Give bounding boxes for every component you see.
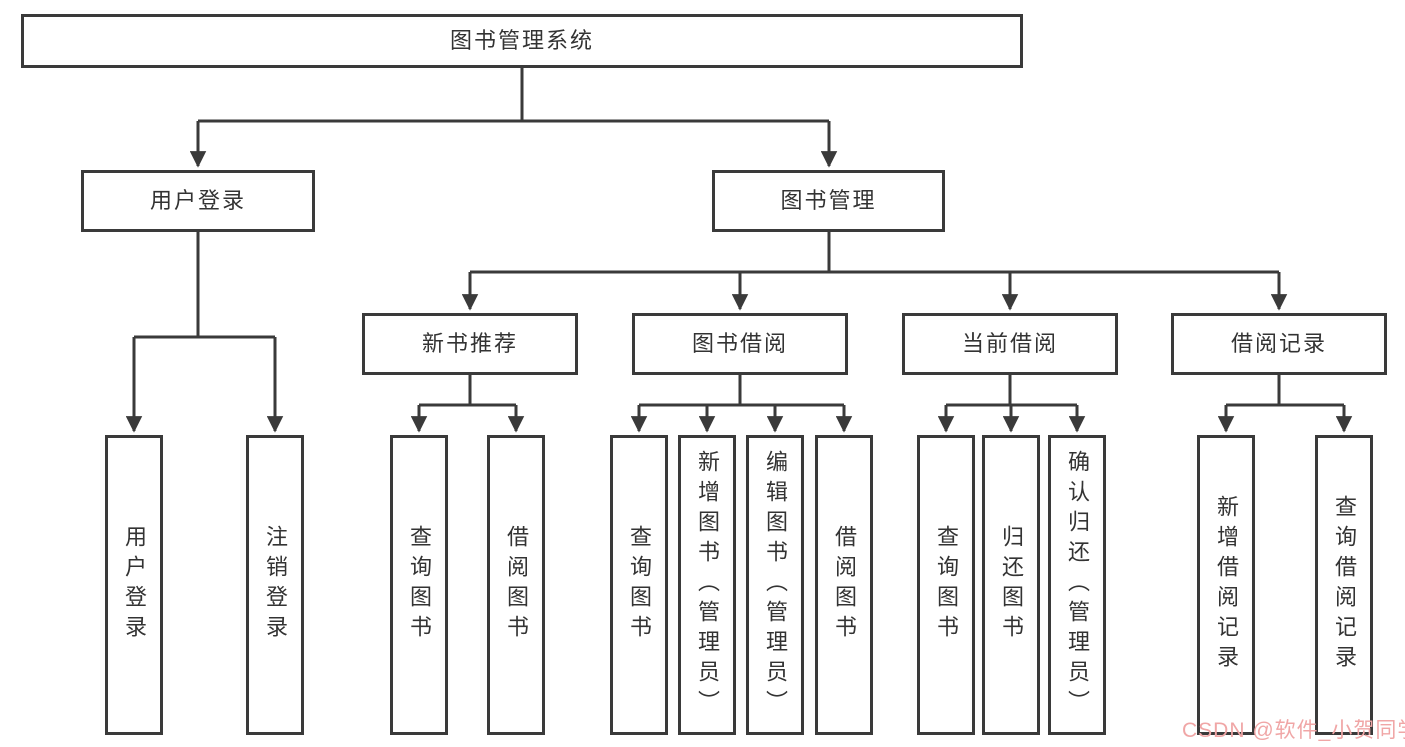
leaf-label: 用户登录 xyxy=(122,525,147,645)
node-new-book-recommend: 新书推荐 xyxy=(362,313,578,375)
csdn-watermark: CSDN @软件_小贺同学 xyxy=(1182,719,1405,742)
leaf-record-query: 查询借阅记录 xyxy=(1315,435,1373,735)
leaf-newbook-query: 查询图书 xyxy=(390,435,448,735)
node-user-login: 用户登录 xyxy=(81,170,315,232)
leaf-label: 查询借阅记录 xyxy=(1332,495,1357,675)
node-book-management: 图书管理 xyxy=(712,170,945,232)
leaf-newbook-borrow: 借阅图书 xyxy=(487,435,545,735)
node-current-borrow: 当前借阅 xyxy=(902,313,1118,375)
leaf-borrow-query: 查询图书 xyxy=(610,435,668,735)
leaf-label: 确认归还（管理员） xyxy=(1065,450,1090,720)
leaf-record-add: 新增借阅记录 xyxy=(1197,435,1255,735)
node-root-system: 图书管理系统 xyxy=(21,14,1023,68)
node-label: 用户登录 xyxy=(149,188,246,213)
leaf-label: 新增图书（管理员） xyxy=(695,450,720,720)
leaf-label: 查询图书 xyxy=(407,525,432,645)
leaf-label: 查询图书 xyxy=(627,525,652,645)
leaf-current-return: 归还图书 xyxy=(982,435,1040,735)
leaf-current-query: 查询图书 xyxy=(917,435,975,735)
leaf-label: 归还图书 xyxy=(999,525,1024,645)
node-label: 借阅记录 xyxy=(1230,331,1327,356)
leaf-borrow-edit-admin: 编辑图书（管理员） xyxy=(746,435,804,735)
node-book-borrow: 图书借阅 xyxy=(632,313,848,375)
leaf-borrow-add-admin: 新增图书（管理员） xyxy=(678,435,736,735)
leaf-label: 注销登录 xyxy=(263,525,288,645)
leaf-label: 编辑图书（管理员） xyxy=(763,450,788,720)
leaf-label: 新增借阅记录 xyxy=(1214,495,1239,675)
node-label: 图书借阅 xyxy=(691,331,788,356)
node-label: 新书推荐 xyxy=(421,331,518,356)
node-borrow-records: 借阅记录 xyxy=(1171,313,1387,375)
leaf-label: 借阅图书 xyxy=(504,525,529,645)
leaf-current-confirm-admin: 确认归还（管理员） xyxy=(1048,435,1106,735)
leaf-label: 借阅图书 xyxy=(832,525,857,645)
leaf-logout: 注销登录 xyxy=(246,435,304,735)
node-label: 图书管理系统 xyxy=(449,28,594,53)
node-label: 图书管理 xyxy=(780,188,877,213)
leaf-user-login: 用户登录 xyxy=(105,435,163,735)
leaf-label: 查询图书 xyxy=(934,525,959,645)
node-label: 当前借阅 xyxy=(961,331,1058,356)
leaf-borrow-borrow: 借阅图书 xyxy=(815,435,873,735)
